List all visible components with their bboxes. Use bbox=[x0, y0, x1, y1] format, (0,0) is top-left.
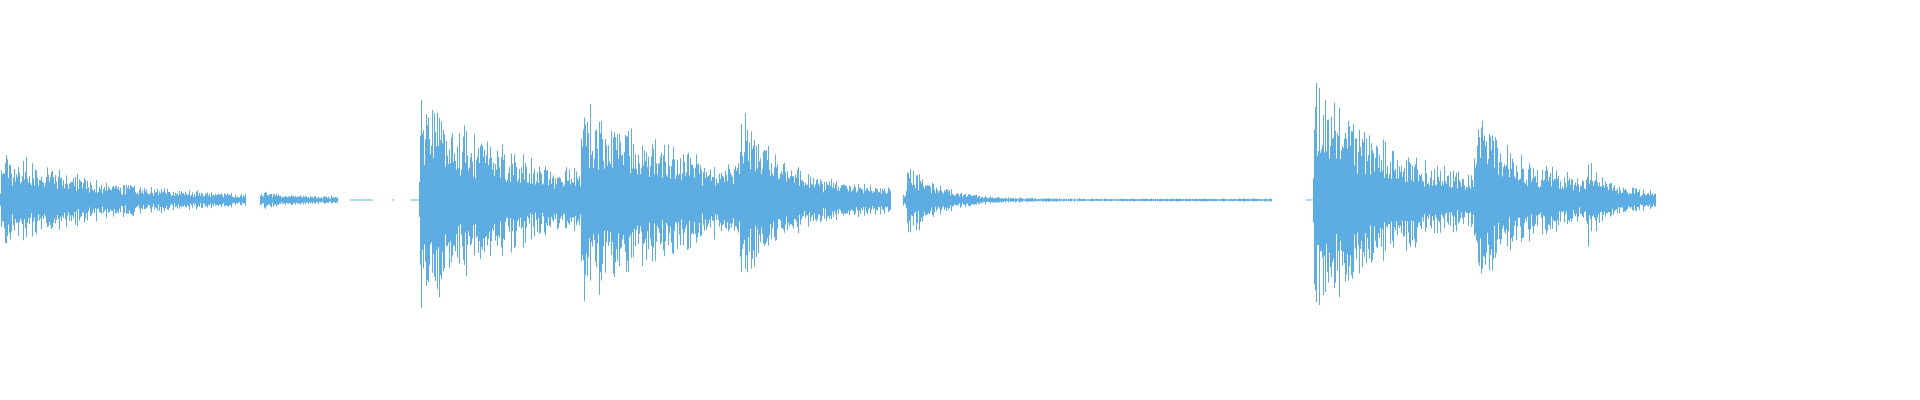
waveform-bars bbox=[0, 82, 1656, 308]
waveform-path bbox=[0, 82, 1656, 308]
